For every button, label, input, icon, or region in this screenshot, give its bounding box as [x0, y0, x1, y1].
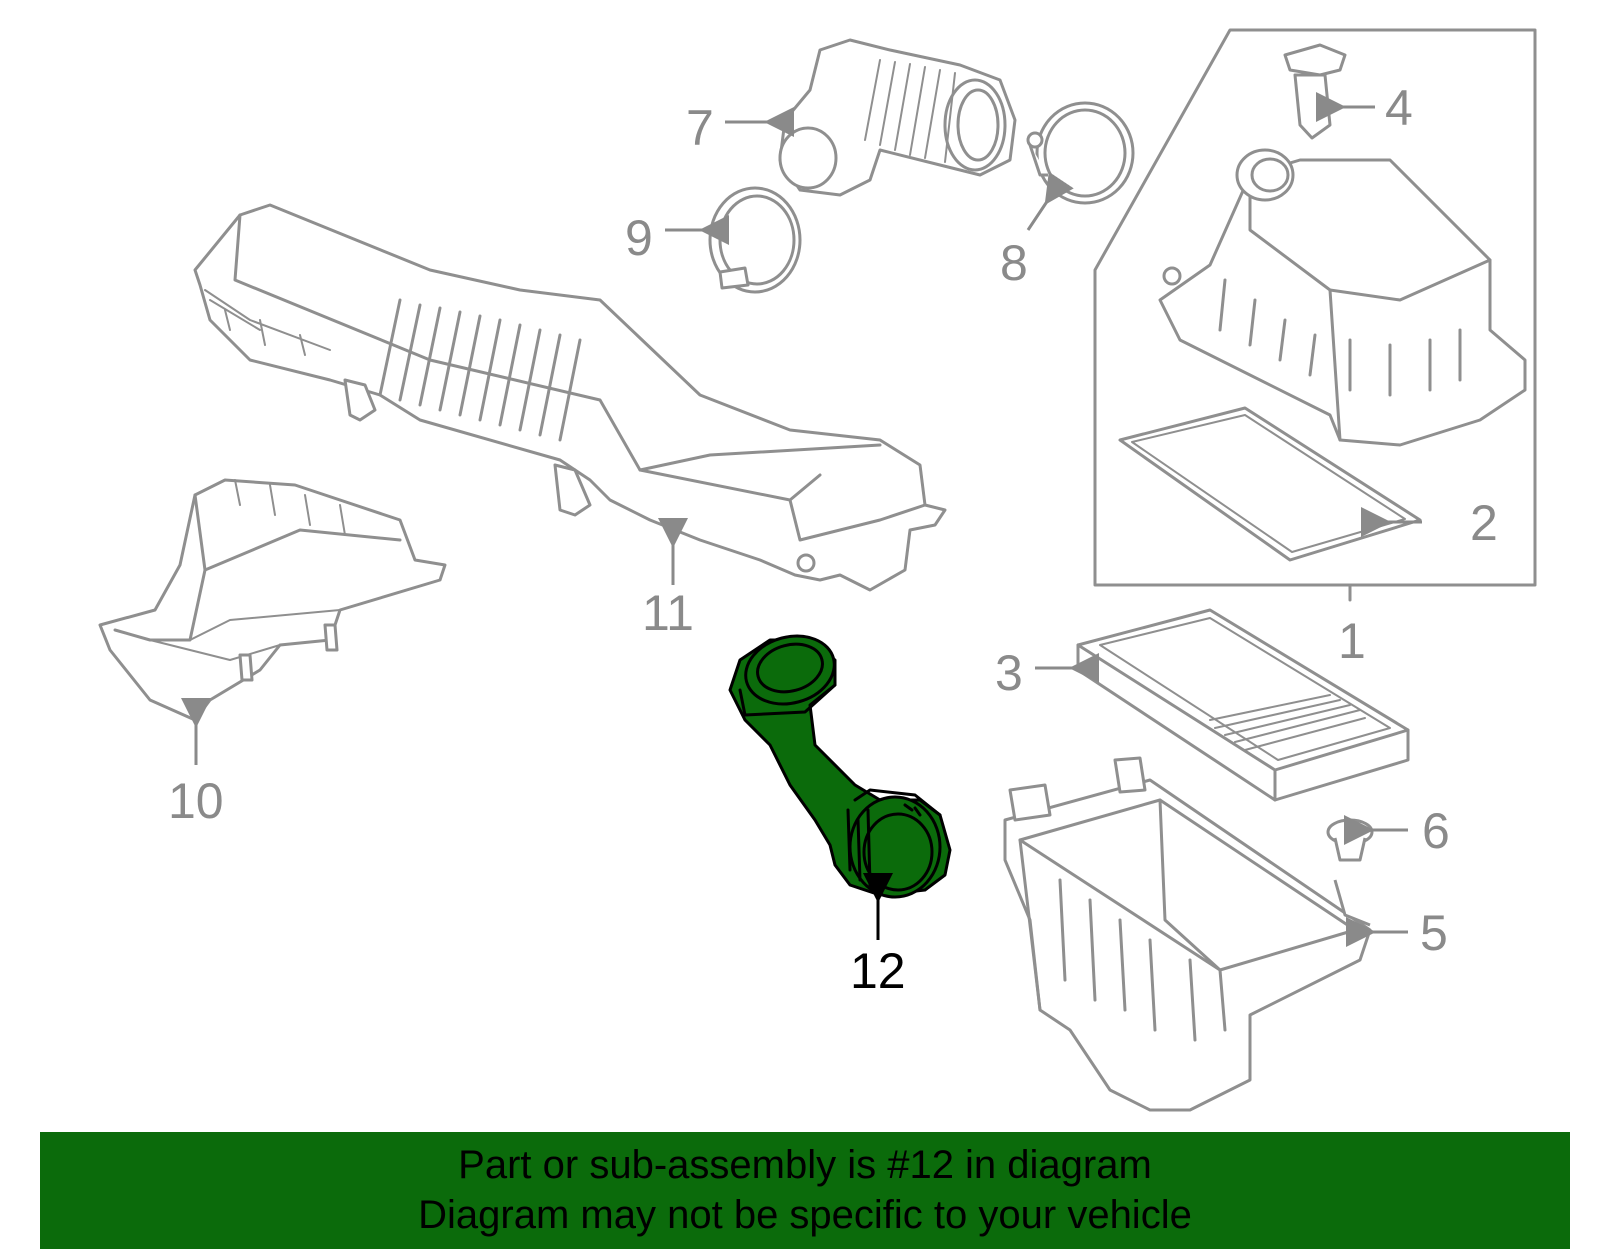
callout-4: 4: [1385, 80, 1413, 136]
part-11-air-duct: [193, 203, 947, 592]
part-2-gasket: [1118, 406, 1422, 562]
part-5-lower-housing: [1003, 756, 1372, 1112]
callout-3: 3: [995, 645, 1023, 701]
part-4-sensor: [1283, 43, 1347, 140]
part-7-intake-hose: [778, 38, 1017, 197]
part-10-duct: [98, 478, 447, 722]
callout-1: 1: [1338, 613, 1366, 669]
callout-12: 12: [850, 943, 906, 999]
banner-line-1: Part or sub-assembly is #12 in diagram: [458, 1143, 1152, 1187]
part-9-clamp: [708, 186, 802, 294]
callout-5: 5: [1420, 905, 1448, 961]
part-12-intake-hose-highlighted: [728, 634, 952, 899]
callout-7: 7: [686, 100, 714, 156]
callout-6: 6: [1422, 803, 1450, 859]
callout-9: 9: [625, 210, 653, 266]
parts-diagram: 1 2 3 4 5 6 7 8 9 10 11 12: [98, 28, 1537, 1112]
info-banner: Part or sub-assembly is #12 in diagram D…: [40, 1132, 1570, 1249]
callout-11: 11: [642, 585, 694, 641]
callout-8: 8: [1000, 235, 1028, 291]
callout-10: 10: [168, 773, 224, 829]
part-3-filter-element: [1076, 608, 1410, 802]
leader-arrows: [181, 92, 1422, 947]
part-6-grommet: [1326, 818, 1374, 862]
part-8-clamp: [1026, 101, 1135, 205]
assembly-box-1: [1093, 28, 1537, 587]
callout-2: 2: [1470, 495, 1498, 551]
part-1-upper-housing: [1158, 148, 1527, 447]
banner-line-2: Diagram may not be specific to your vehi…: [418, 1193, 1192, 1237]
